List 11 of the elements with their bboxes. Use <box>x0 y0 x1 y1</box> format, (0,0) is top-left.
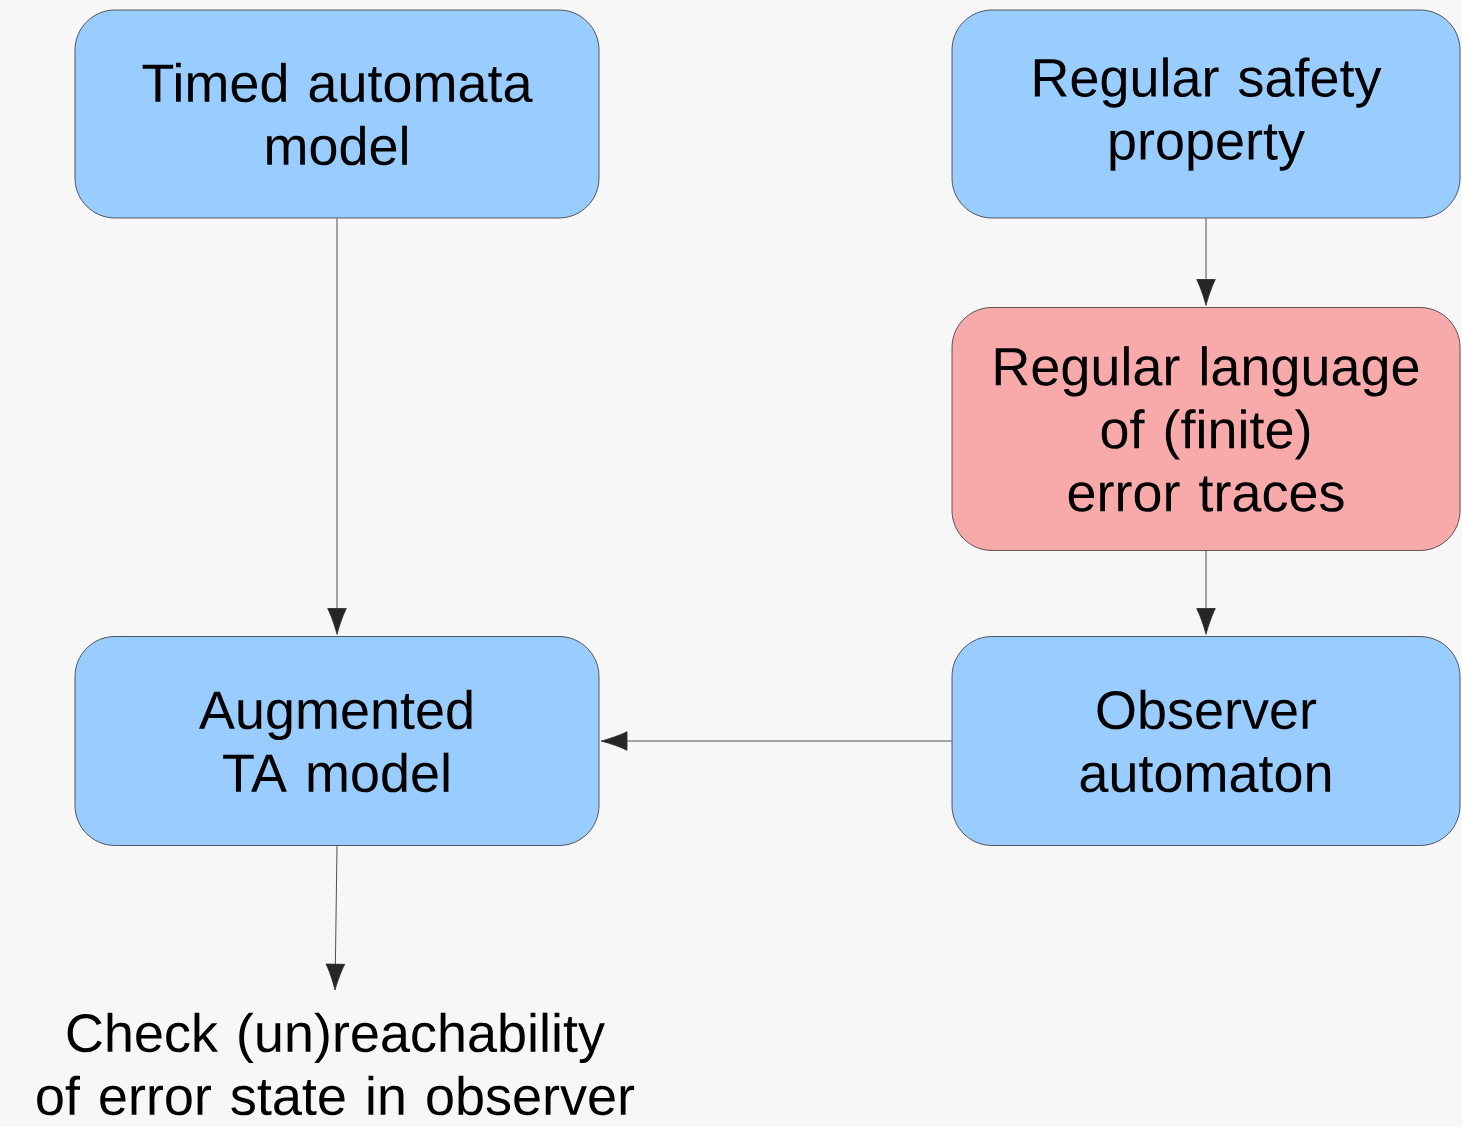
process-box: Regular language of (finite) error traces <box>951 307 1461 551</box>
arrow <box>600 731 952 751</box>
arrow <box>327 218 347 635</box>
process-box: Timed automata model <box>74 9 600 219</box>
arrow <box>325 845 346 991</box>
process-box: Regular safety property <box>951 9 1461 219</box>
arrow <box>1196 550 1216 635</box>
process-box: Observer automaton <box>951 636 1461 846</box>
result-text: Check (un)reachability of error state in observer <box>37 1012 635 1116</box>
process-box: Augmented TA model <box>74 636 600 846</box>
arrow <box>1196 218 1216 306</box>
